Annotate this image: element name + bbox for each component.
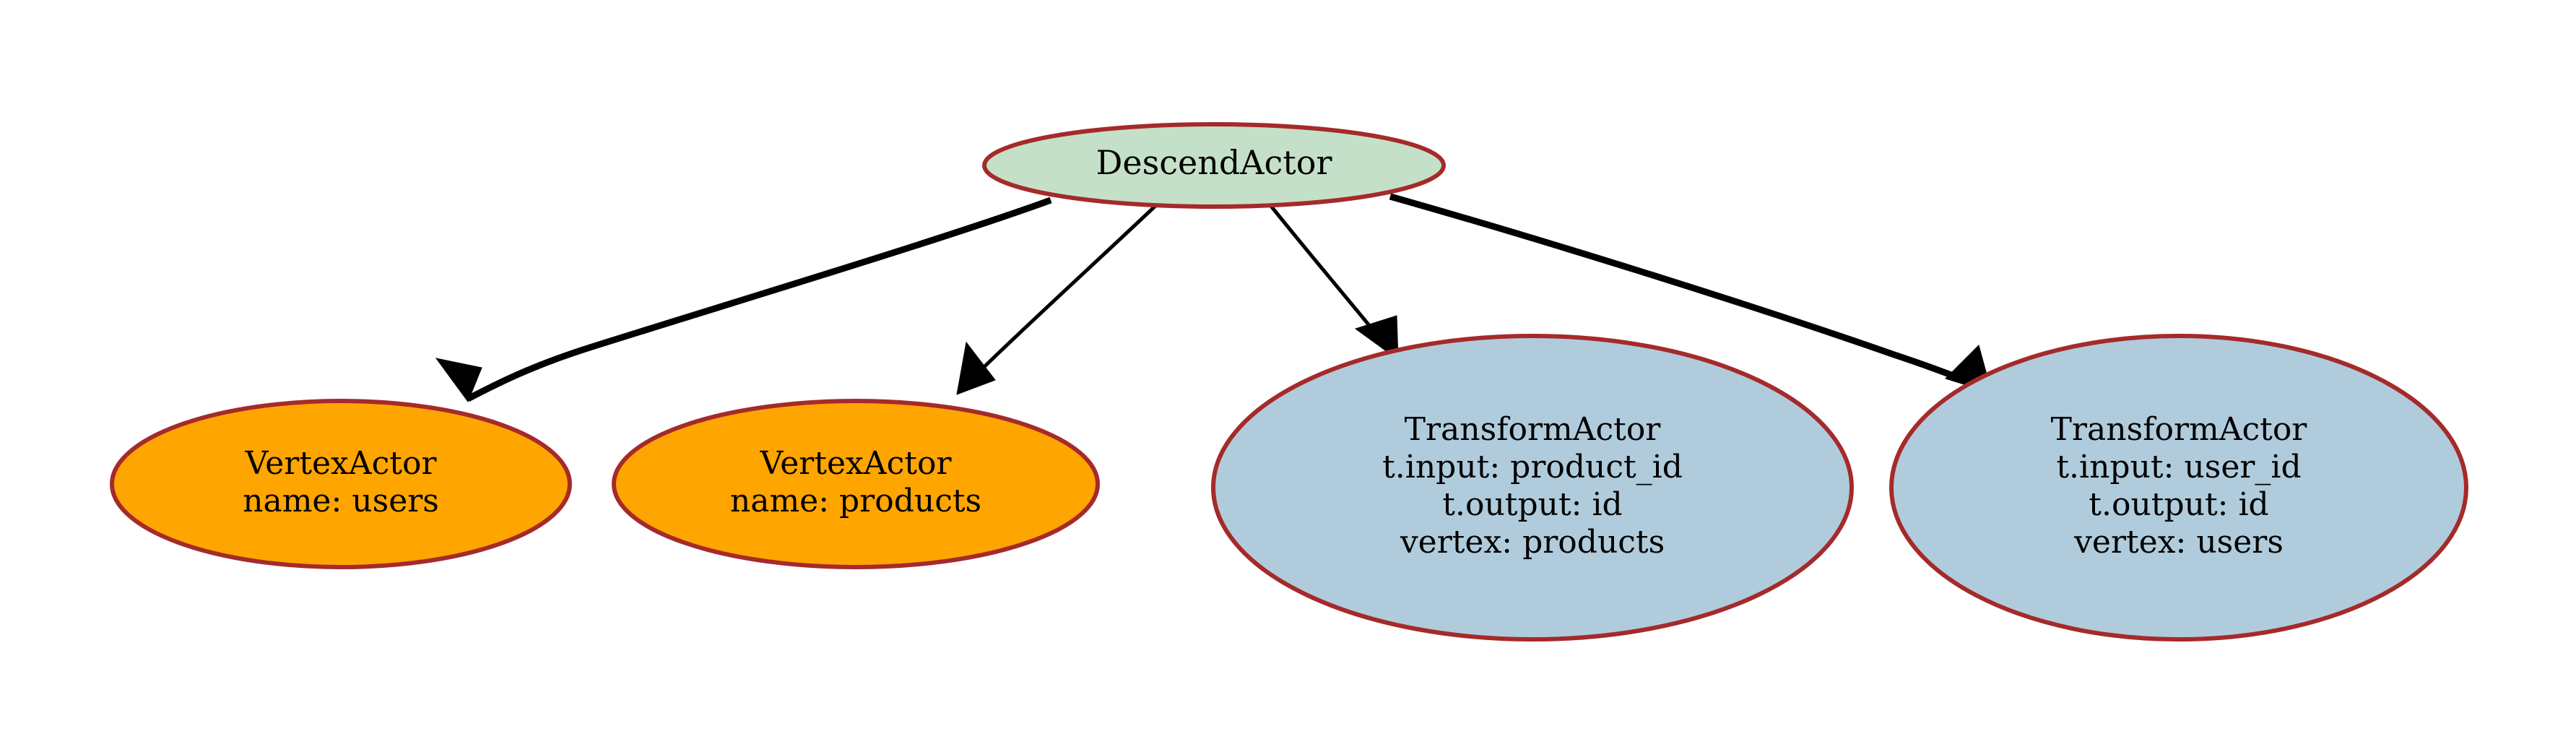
edge-line [959, 204, 1158, 392]
node-shape[interactable] [110, 399, 572, 569]
arrowhead-icon [435, 358, 482, 403]
node-label-line: vertex: products [1400, 524, 1665, 561]
node-shape[interactable] [1211, 334, 1854, 642]
node-shape[interactable] [1889, 334, 2468, 642]
node-label-line: name: users [243, 483, 439, 519]
node-label-line: t.output: id [1442, 486, 1622, 523]
node-label-line: TransformActor [2051, 411, 2308, 448]
node-descend-actor[interactable]: DescendActor [982, 122, 1446, 209]
node-label-line: VertexActor [245, 445, 438, 482]
arrowhead-icon [1354, 315, 1399, 361]
node-label-line: VertexActor [760, 445, 953, 482]
node-label-line: t.input: user_id [2056, 449, 2301, 485]
edge-root-to-vertex-products[interactable] [956, 204, 1158, 395]
edge-line [1389, 193, 1989, 394]
node-label-line: t.output: id [2089, 486, 2268, 523]
node-label-line: TransformActor [1405, 411, 1662, 448]
node-shape[interactable] [612, 399, 1100, 569]
node-shape[interactable] [982, 122, 1446, 209]
edge-root-to-vertex-users[interactable] [435, 197, 1052, 403]
edge-line [466, 197, 1052, 402]
arrowhead-icon [956, 341, 996, 395]
node-label-line: vertex: users [2073, 524, 2284, 561]
node-label-line: t.input: product_id [1382, 449, 1683, 485]
edge-layer [435, 193, 1992, 403]
node-label-line: DescendActor [1096, 143, 1332, 182]
node-label: DescendActor [1096, 143, 1332, 182]
edge-root-to-transform-products[interactable] [1269, 204, 1399, 361]
node-label-line: name: products [730, 483, 981, 519]
